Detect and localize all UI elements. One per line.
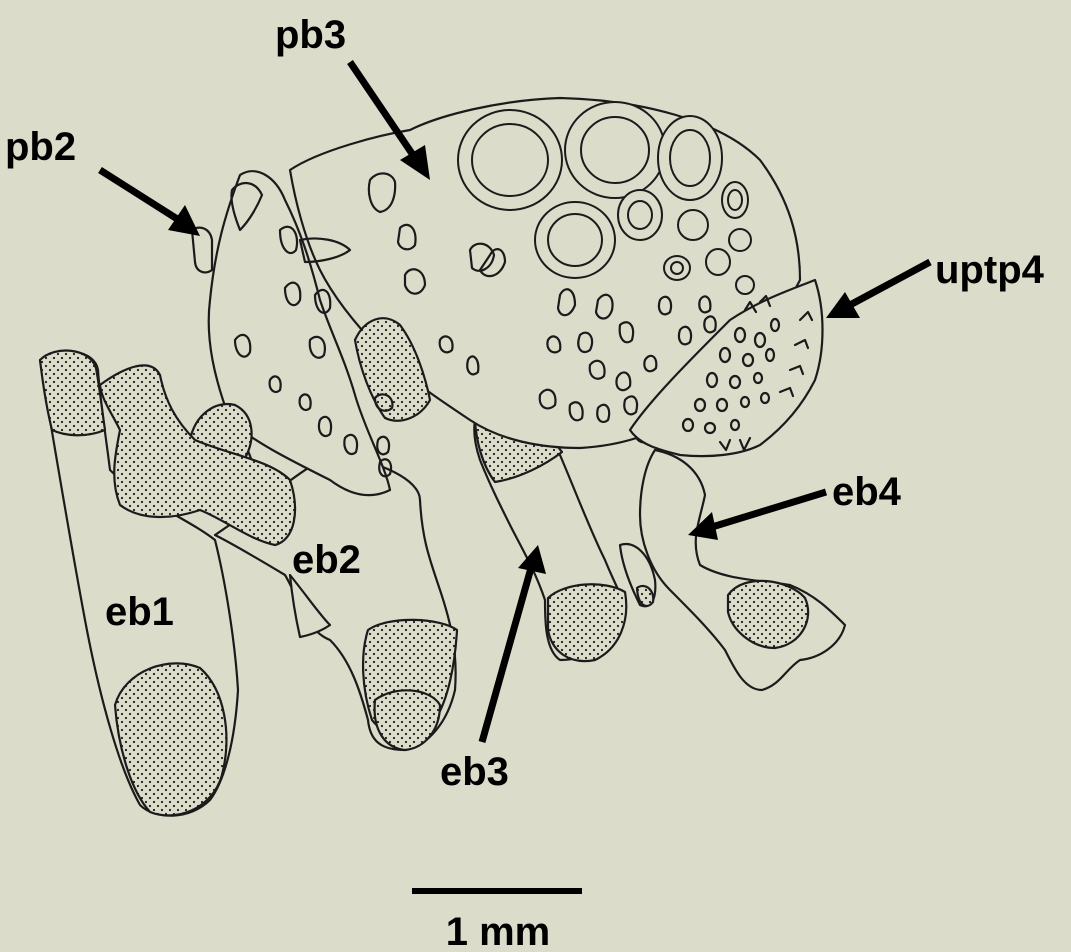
label-eb4: eb4	[832, 470, 902, 514]
eb2-distal-cartilage-2	[375, 690, 440, 750]
eb3-distal-cartilage	[548, 584, 626, 661]
label-eb3: eb3	[440, 750, 509, 794]
pb2-arrowhead	[168, 205, 200, 236]
label-pb2: pb2	[5, 125, 76, 169]
label-pb3: pb3	[275, 13, 346, 57]
eb4-bone	[640, 450, 845, 690]
eb3-arrow	[482, 568, 531, 742]
eb3-bone	[474, 418, 655, 661]
scale-bar-label: 1 mm	[446, 910, 551, 952]
eb1-distal-cartilage	[115, 663, 226, 815]
uptp4-arrow	[850, 262, 930, 305]
scale-bar: 1 mm	[412, 891, 582, 952]
label-uptp4: uptp4	[935, 248, 1045, 292]
eb4-arrow	[712, 492, 826, 527]
pb2-arrow	[100, 170, 182, 222]
label-eb1: eb1	[105, 590, 174, 634]
label-eb2: eb2	[292, 538, 361, 582]
